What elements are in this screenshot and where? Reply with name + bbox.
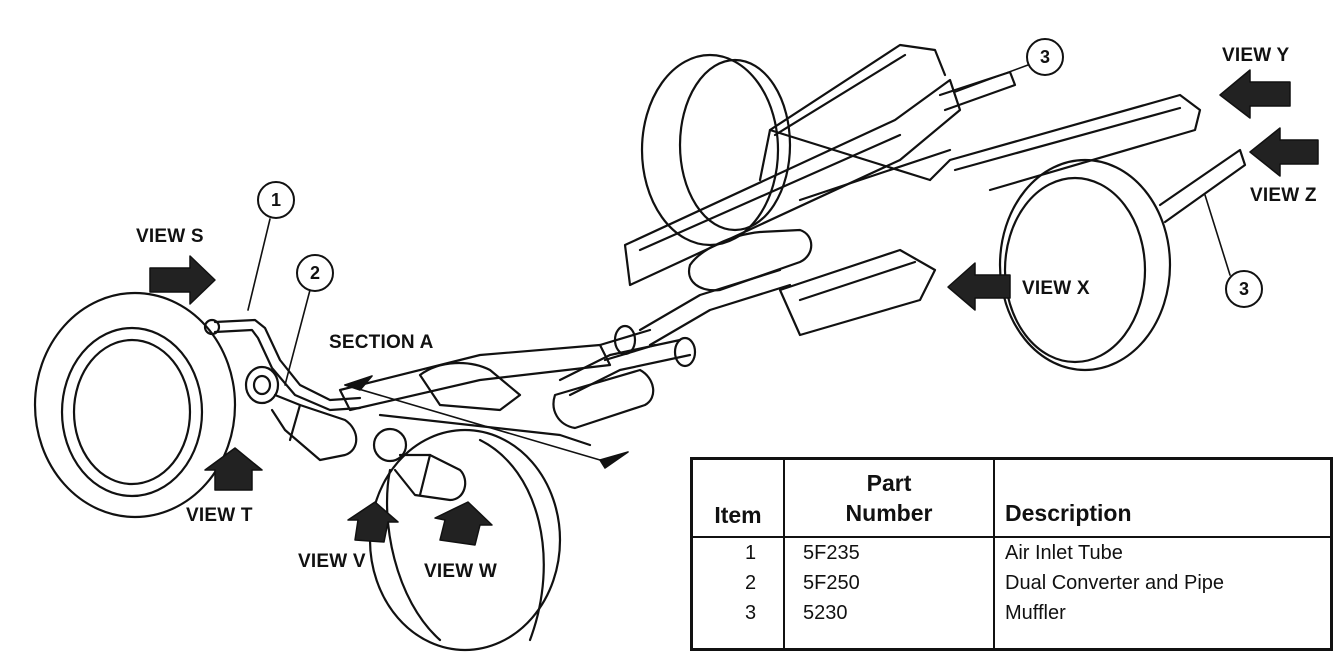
header-part-line2: Number — [845, 500, 933, 526]
row-1-description: Air Inlet Tube — [1005, 542, 1123, 564]
rear-right-tire — [998, 158, 1172, 372]
callout-item-2: 2 — [296, 254, 334, 292]
view-z-label: VIEW Z — [1250, 185, 1317, 206]
crossmember — [338, 343, 612, 447]
view-s-arrow — [149, 255, 216, 305]
view-w-label: VIEW W — [424, 561, 497, 582]
view-x-label: VIEW X — [1022, 278, 1090, 299]
callout-item-3-top: 3 — [1026, 38, 1064, 76]
front-left-tire — [33, 291, 237, 519]
view-v-arrow — [347, 501, 399, 543]
row-2-description: Dual Converter and Pipe — [1005, 572, 1225, 594]
rear-muffler — [687, 228, 937, 337]
air-inlet-tube — [203, 318, 362, 412]
row-1-part: 5F235 — [803, 542, 860, 564]
row-1-item: 1 — [745, 542, 757, 564]
view-x-arrow — [947, 262, 1011, 311]
header-item: Item — [714, 502, 762, 528]
view-t-label: VIEW T — [186, 505, 253, 526]
row-2-part: 5F250 — [803, 572, 860, 594]
view-z-arrow — [1249, 127, 1319, 177]
front-muffler — [552, 368, 655, 430]
view-s-label: VIEW S — [136, 226, 204, 247]
view-t-arrow — [204, 447, 263, 491]
callout-item-1: 1 — [257, 181, 295, 219]
row-3-description: Muffler — [1005, 602, 1066, 624]
section-a-line — [344, 375, 629, 469]
rear-left-tire — [640, 53, 792, 247]
header-description: Description — [1005, 500, 1132, 526]
view-w-arrow — [434, 501, 493, 546]
row-3-item: 3 — [745, 602, 757, 624]
view-y-arrow — [1219, 69, 1291, 119]
row-3-part: 5230 — [803, 602, 848, 624]
parts-table: Item Part Number Description 1 5F235 Air… — [690, 457, 1333, 651]
row-2-item: 2 — [745, 572, 757, 594]
dual-converter — [244, 365, 467, 502]
tailpipes — [938, 70, 1247, 224]
section-a-label: SECTION A — [329, 332, 434, 353]
view-v-label: VIEW V — [298, 551, 366, 572]
rear-frame — [623, 43, 1202, 287]
view-y-label: VIEW Y — [1222, 45, 1290, 66]
header-part-line1: Part — [866, 470, 912, 496]
leader-lines — [247, 64, 1231, 386]
callout-item-3-right: 3 — [1225, 270, 1263, 308]
exhaust-pipes — [558, 268, 792, 397]
